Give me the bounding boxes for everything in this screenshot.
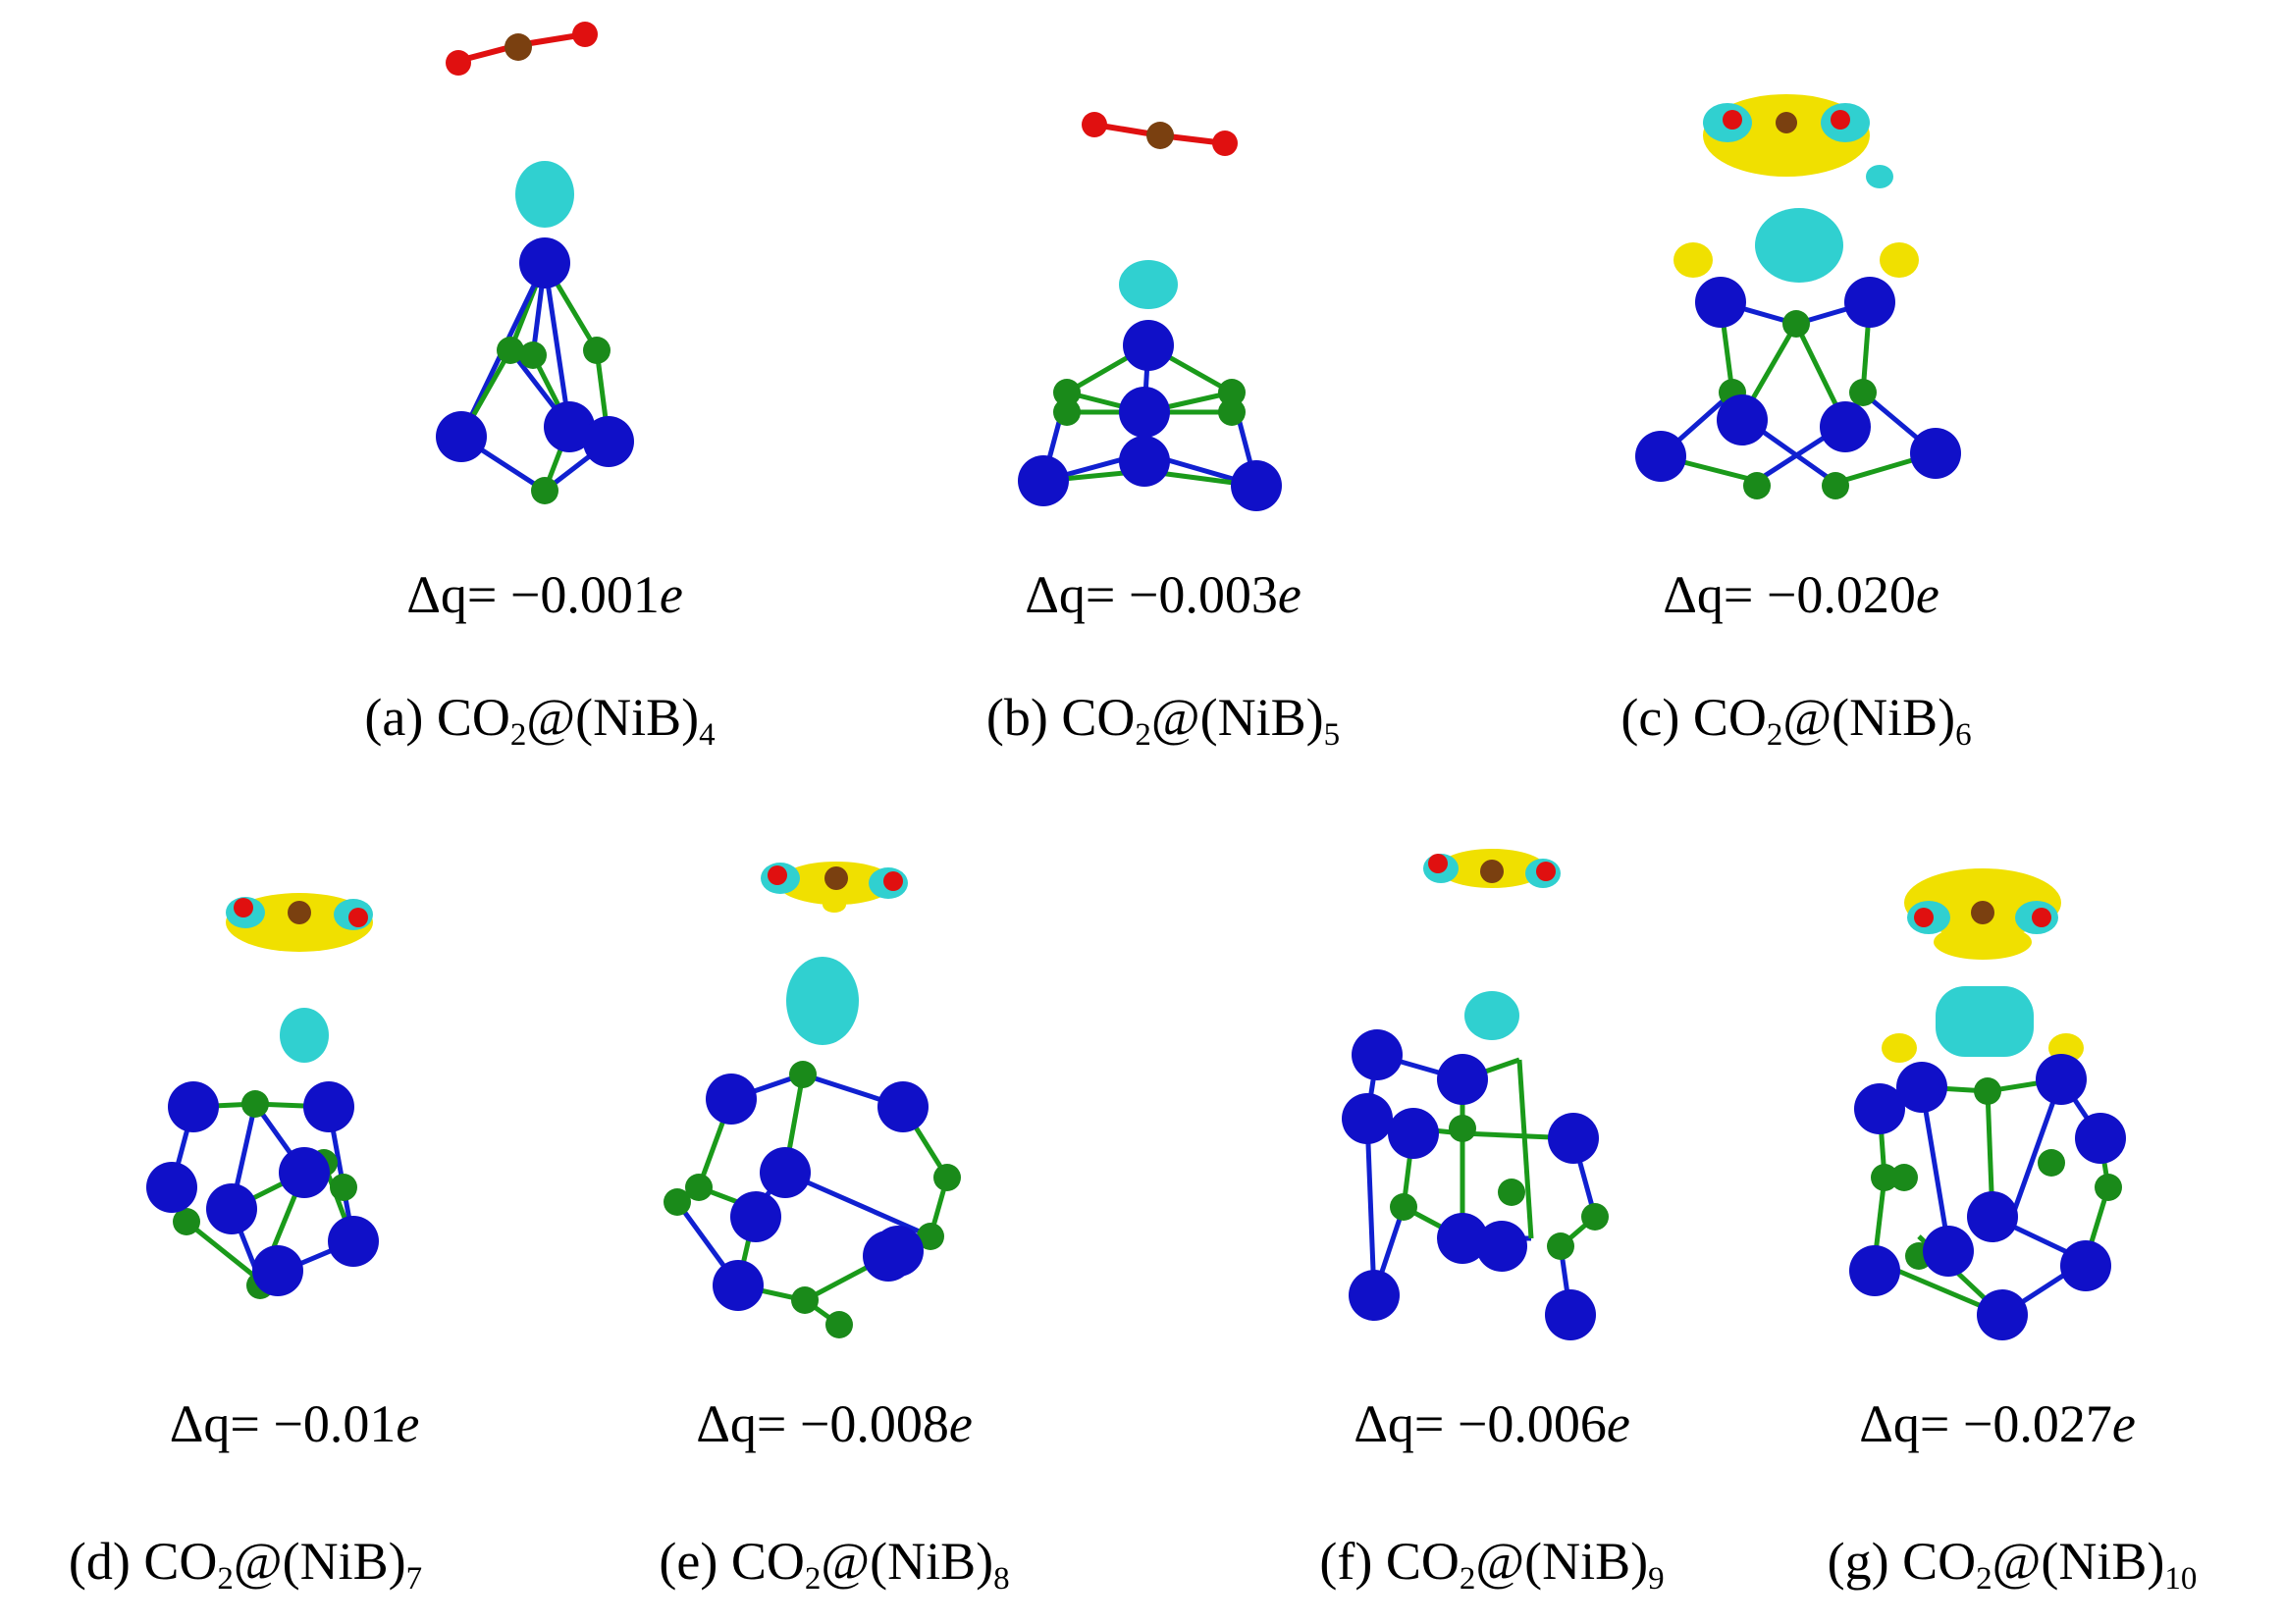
charge-transfer-label: Δq= −0.001e <box>406 565 683 624</box>
panel-a: Δq= −0.001e (a) CO2@(NiB)4 <box>0 0 766 765</box>
nib-cluster <box>146 1081 379 1299</box>
panel-caption: (b) CO2@(NiB)5 <box>985 688 1341 753</box>
charge-depletion-lobe <box>1464 991 1519 1040</box>
nib-cluster <box>1018 320 1282 511</box>
charge-depletion-lobe <box>1755 208 1843 283</box>
co2-molecule <box>446 22 598 76</box>
charge-transfer-label: Δq= −0.008e <box>696 1394 973 1453</box>
nib-cluster <box>1342 1029 1609 1340</box>
charge-transfer-label: Δq= −0.01e <box>169 1394 420 1453</box>
structure-a <box>436 22 634 504</box>
charge-depletion-lobe <box>280 1008 329 1063</box>
charge-depletion-lobe <box>1119 260 1178 309</box>
charge-transfer-label: Δq= −0.006e <box>1354 1394 1630 1453</box>
charge-transfer-label: Δq= −0.027e <box>1859 1394 2136 1453</box>
charge-accumulation-lobe <box>1880 242 1919 278</box>
nib-cluster <box>1849 1054 2126 1340</box>
co2-molecule <box>1082 112 1238 156</box>
panel-caption: (d) CO2@(NiB)7 <box>68 1532 423 1597</box>
nib-cluster <box>1635 277 1961 499</box>
charge-transfer-label: Δq= −0.020e <box>1663 565 1939 624</box>
co2-charge-density <box>226 893 373 952</box>
nib-cluster <box>436 237 634 504</box>
charge-depletion-lobe <box>786 957 859 1045</box>
co2-charge-density <box>1703 94 1893 188</box>
charge-depletion-lobe <box>515 161 574 228</box>
panel-caption: (f) CO2@(NiB)9 <box>1319 1532 1665 1597</box>
panel-caption: (g) CO2@(NiB)10 <box>1827 1532 2198 1597</box>
co2-charge-density <box>761 862 908 913</box>
nib-cluster <box>664 1061 961 1338</box>
charge-depletion-lobe <box>1936 986 2034 1057</box>
panel-caption: (a) CO2@(NiB)4 <box>364 688 716 753</box>
charge-accumulation-lobe <box>1673 242 1713 278</box>
charge-transfer-label: Δq= −0.003e <box>1025 565 1301 624</box>
charge-accumulation-lobe <box>1882 1033 1917 1063</box>
co2-charge-density <box>1423 849 1561 888</box>
charge-accumulation-lobe <box>2048 1033 2084 1063</box>
co2-charge-density <box>1904 868 2061 960</box>
panel-caption: (c) CO2@(NiB)6 <box>1620 688 1972 753</box>
panel-caption: (e) CO2@(NiB)8 <box>659 1532 1010 1597</box>
